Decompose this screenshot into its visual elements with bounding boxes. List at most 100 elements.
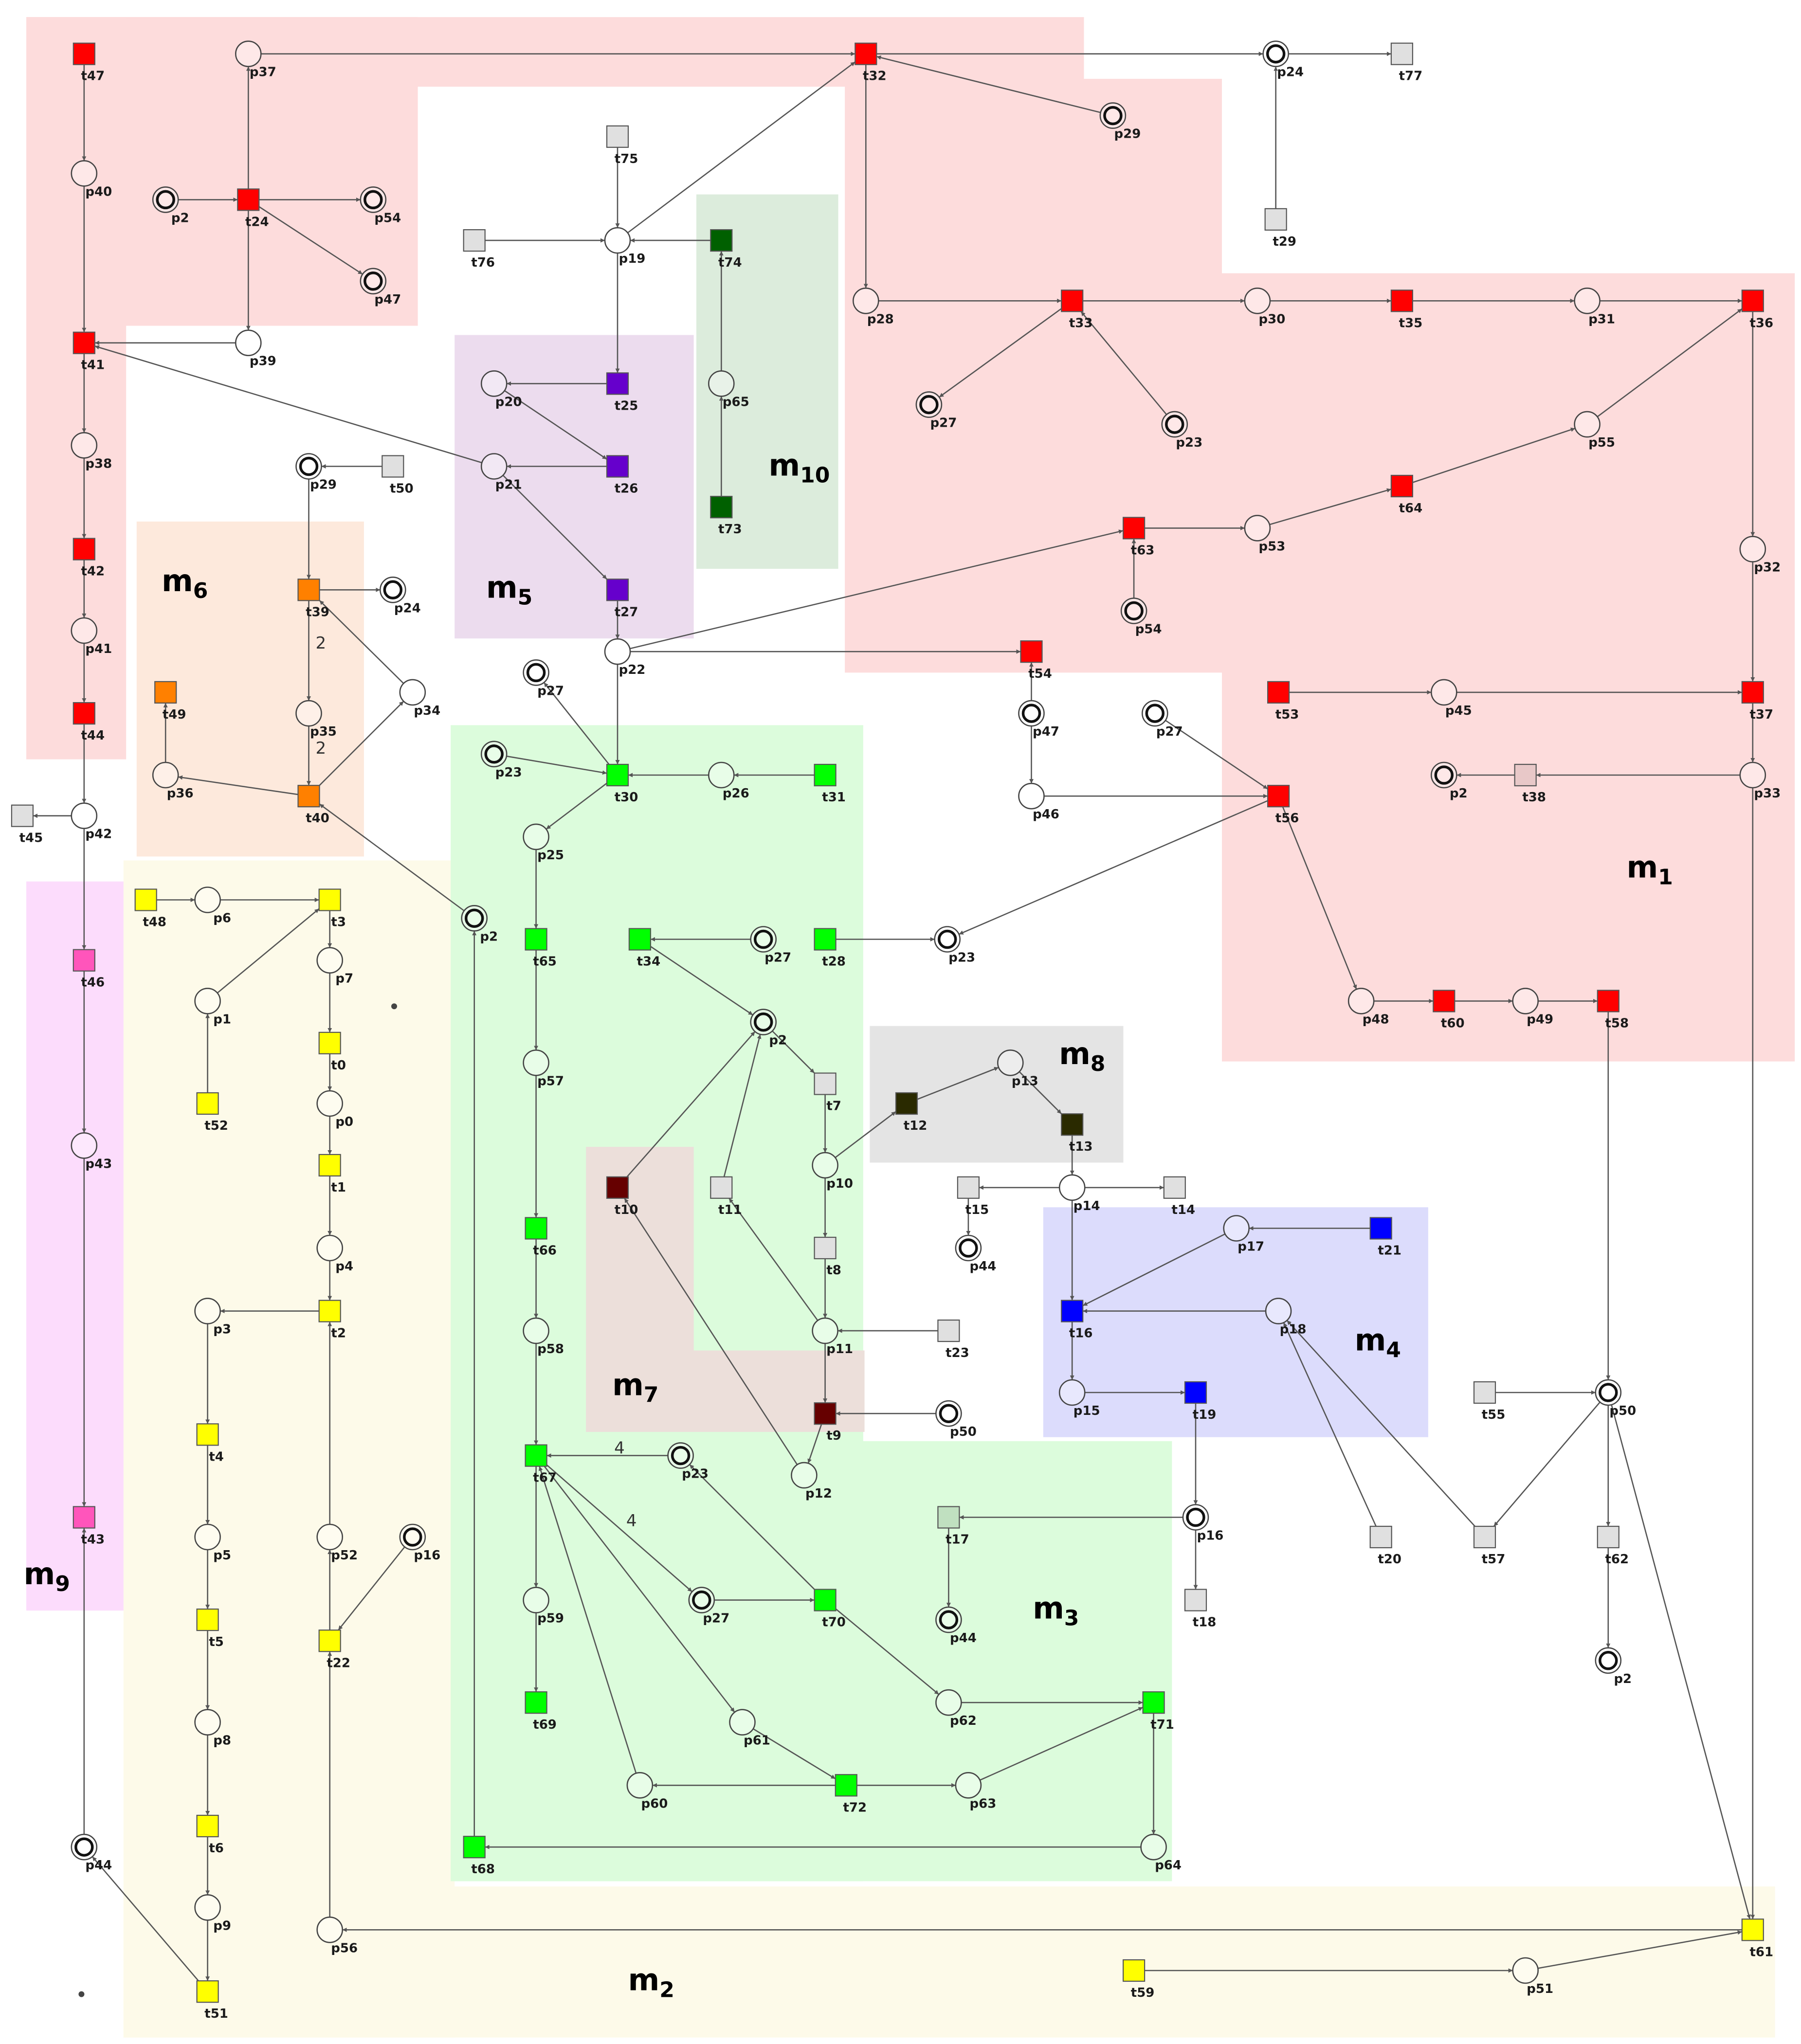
transition-label: t76 <box>471 255 495 270</box>
transition-t46: t46 <box>73 949 105 990</box>
transition-t44: t44 <box>73 702 105 743</box>
place-label: p6 <box>213 911 231 926</box>
token-ring <box>1124 601 1144 621</box>
transition-t59: t59 <box>1123 1959 1154 2000</box>
place-p37: p37 <box>235 40 276 80</box>
place-label: p31 <box>1588 312 1615 326</box>
place-label: p50 <box>1609 1404 1636 1418</box>
transition-t74: t74 <box>710 229 742 270</box>
place-label: p30 <box>1259 312 1286 326</box>
arc-p17-t16 <box>1082 1233 1226 1306</box>
arc-t30-p27a <box>543 682 610 765</box>
place-p30: p30 <box>1244 287 1286 326</box>
region-label-m9: m9 <box>24 1556 70 1596</box>
transition-label: t75 <box>615 152 638 166</box>
place-label: p9 <box>213 1918 231 1933</box>
arc-t30-p25 <box>546 782 607 830</box>
transition-t49: t49 <box>154 681 186 722</box>
place-label: p36 <box>167 786 194 801</box>
transition-t22: t22 <box>318 1629 350 1670</box>
place-p56: p56 <box>316 1917 358 1955</box>
place-p46: p46 <box>1018 782 1059 822</box>
place-p65: p65 <box>708 370 749 409</box>
place-p33: p33 <box>1739 761 1781 801</box>
token-ring <box>753 929 773 949</box>
transition-t18: t18 <box>1184 1589 1216 1630</box>
place-label: p41 <box>85 642 112 656</box>
place-label: p27 <box>1156 724 1183 739</box>
place-label: p64 <box>1155 1858 1182 1873</box>
transition-label: t52 <box>204 1119 228 1133</box>
transition-t32: t32 <box>855 42 887 84</box>
transition-t24: t24 <box>237 188 269 229</box>
region-label-m10: m10 <box>769 447 830 488</box>
transition-label: t27 <box>615 605 638 619</box>
place-label: p47 <box>374 292 401 307</box>
region-m2 <box>123 860 455 2038</box>
transition-label: t14 <box>1171 1203 1195 1217</box>
place-label: p12 <box>805 1486 832 1501</box>
transition-label: t54 <box>1028 667 1052 681</box>
place-p9: p9 <box>194 1894 231 1933</box>
transition-t39: t39 <box>297 579 329 619</box>
transition-label: t48 <box>143 915 166 930</box>
place-p51: p51 <box>1512 1957 1553 1996</box>
place-p47a: p47 <box>360 268 401 307</box>
transition-label: t70 <box>822 1615 846 1630</box>
place-p34: p34 <box>399 679 440 718</box>
arc-p50b-t61 <box>1611 1404 1751 1919</box>
token-ring <box>1599 1651 1618 1670</box>
arc-p22-t63 <box>629 529 1124 650</box>
token-ring <box>937 929 957 949</box>
region-m1 <box>26 17 418 326</box>
place-label: p27 <box>537 684 564 698</box>
transition-label: t50 <box>390 482 414 496</box>
arc-t70-p62 <box>835 1608 940 1695</box>
transition-label: t35 <box>1399 316 1423 330</box>
arc-t9-p12 <box>807 1424 822 1464</box>
transition-label: t51 <box>204 2007 228 2021</box>
place-p24a: p24 <box>379 577 421 615</box>
place-p59: p59 <box>523 1587 564 1626</box>
transition-label: t36 <box>1749 316 1773 330</box>
place-label: p24 <box>1277 65 1304 80</box>
transition-label: t62 <box>1605 1552 1629 1567</box>
transition-t20: t20 <box>1369 1525 1401 1567</box>
module-regions <box>26 17 1795 2038</box>
transition-t15: t15 <box>957 1176 989 1217</box>
place-p2e: p2 <box>1595 1647 1632 1686</box>
token-ring <box>1021 704 1041 723</box>
place-p27d: p27 <box>750 926 791 965</box>
transition-t0: t0 <box>318 1031 346 1073</box>
arc-p50b-t57 <box>1493 1401 1601 1527</box>
transition-label: t73 <box>718 522 742 537</box>
transition-label: t15 <box>965 1203 989 1217</box>
transition-t45: t45 <box>11 804 43 846</box>
place-label: p45 <box>1445 704 1472 718</box>
transition-label: t58 <box>1605 1016 1629 1031</box>
token-ring <box>919 395 939 415</box>
transition-t73: t73 <box>710 496 742 537</box>
arc-t56-p23b <box>959 800 1268 935</box>
place-p23d: p23 <box>667 1442 709 1482</box>
place-p6: p6 <box>194 886 231 926</box>
place-label: p2 <box>1614 1672 1632 1686</box>
transition-t58: t58 <box>1597 990 1629 1031</box>
arc-p16a-t22 <box>338 1546 405 1631</box>
place-label: p24 <box>394 601 421 615</box>
arc-p51-t61 <box>1538 1930 1743 1969</box>
place-p42: p42 <box>71 802 112 842</box>
transition-label: t33 <box>1069 316 1093 330</box>
place-label: p51 <box>1527 1982 1553 1996</box>
transition-t54: t54 <box>1020 640 1052 681</box>
arc-weight: 2 <box>316 739 327 758</box>
place-p16a: p16 <box>399 1523 440 1563</box>
place-label: p49 <box>1527 1012 1553 1027</box>
transition-label: t77 <box>1399 69 1423 84</box>
transition-t77: t77 <box>1390 42 1423 84</box>
transition-t38: t38 <box>1514 763 1546 805</box>
place-label: p32 <box>1754 561 1781 575</box>
arc-t57-p18 <box>1286 1320 1475 1527</box>
transition-t23: t23 <box>937 1320 969 1360</box>
